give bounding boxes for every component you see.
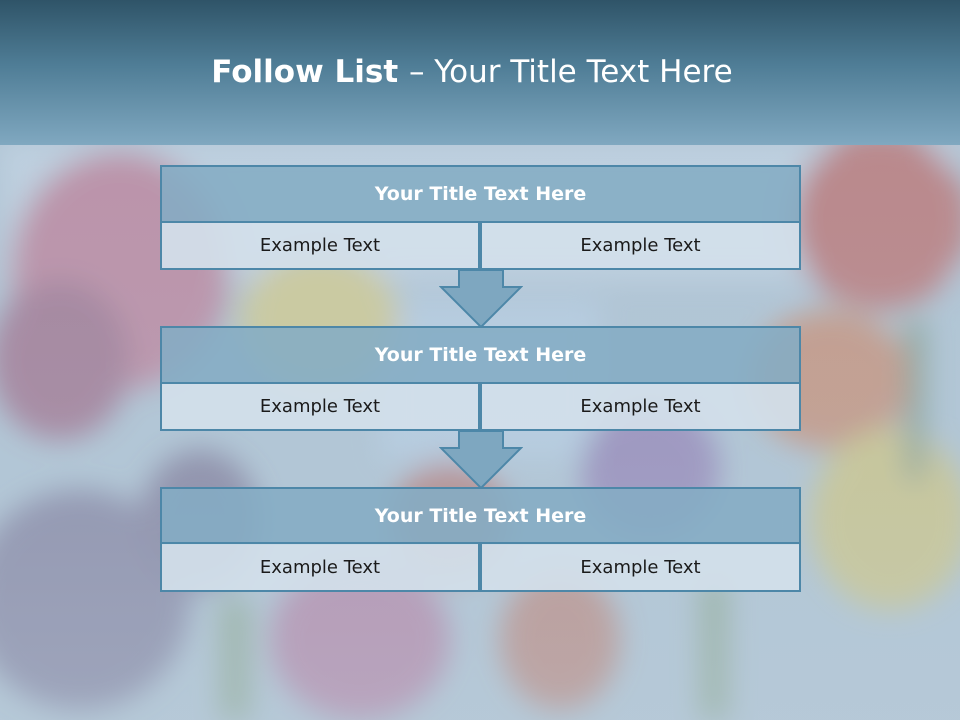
slide-title-bold: Follow List: [211, 54, 409, 90]
block-cell-right[interactable]: Example Text: [480, 382, 801, 431]
block-cell-left[interactable]: Example Text: [160, 221, 480, 270]
block-cell-left[interactable]: Example Text: [160, 382, 480, 431]
list-block: Your Title Text Here Example Text Exampl…: [160, 326, 801, 433]
block-cell-right[interactable]: Example Text: [480, 542, 801, 592]
block-title[interactable]: Your Title Text Here: [160, 487, 801, 545]
list-block: Your Title Text Here Example Text Exampl…: [160, 487, 801, 594]
list-block: Your Title Text Here Example Text Exampl…: [160, 165, 801, 272]
block-title[interactable]: Your Title Text Here: [160, 326, 801, 384]
down-arrow-icon: [439, 431, 523, 490]
block-title[interactable]: Your Title Text Here: [160, 165, 801, 223]
slide-title: Follow List – Your Title Text Here: [0, 54, 944, 90]
header-band: [0, 0, 960, 145]
slide-title-rest: – Your Title Text Here: [408, 54, 733, 90]
block-cell-left[interactable]: Example Text: [160, 542, 480, 592]
block-cell-right[interactable]: Example Text: [480, 221, 801, 270]
down-arrow-icon: [439, 270, 523, 329]
